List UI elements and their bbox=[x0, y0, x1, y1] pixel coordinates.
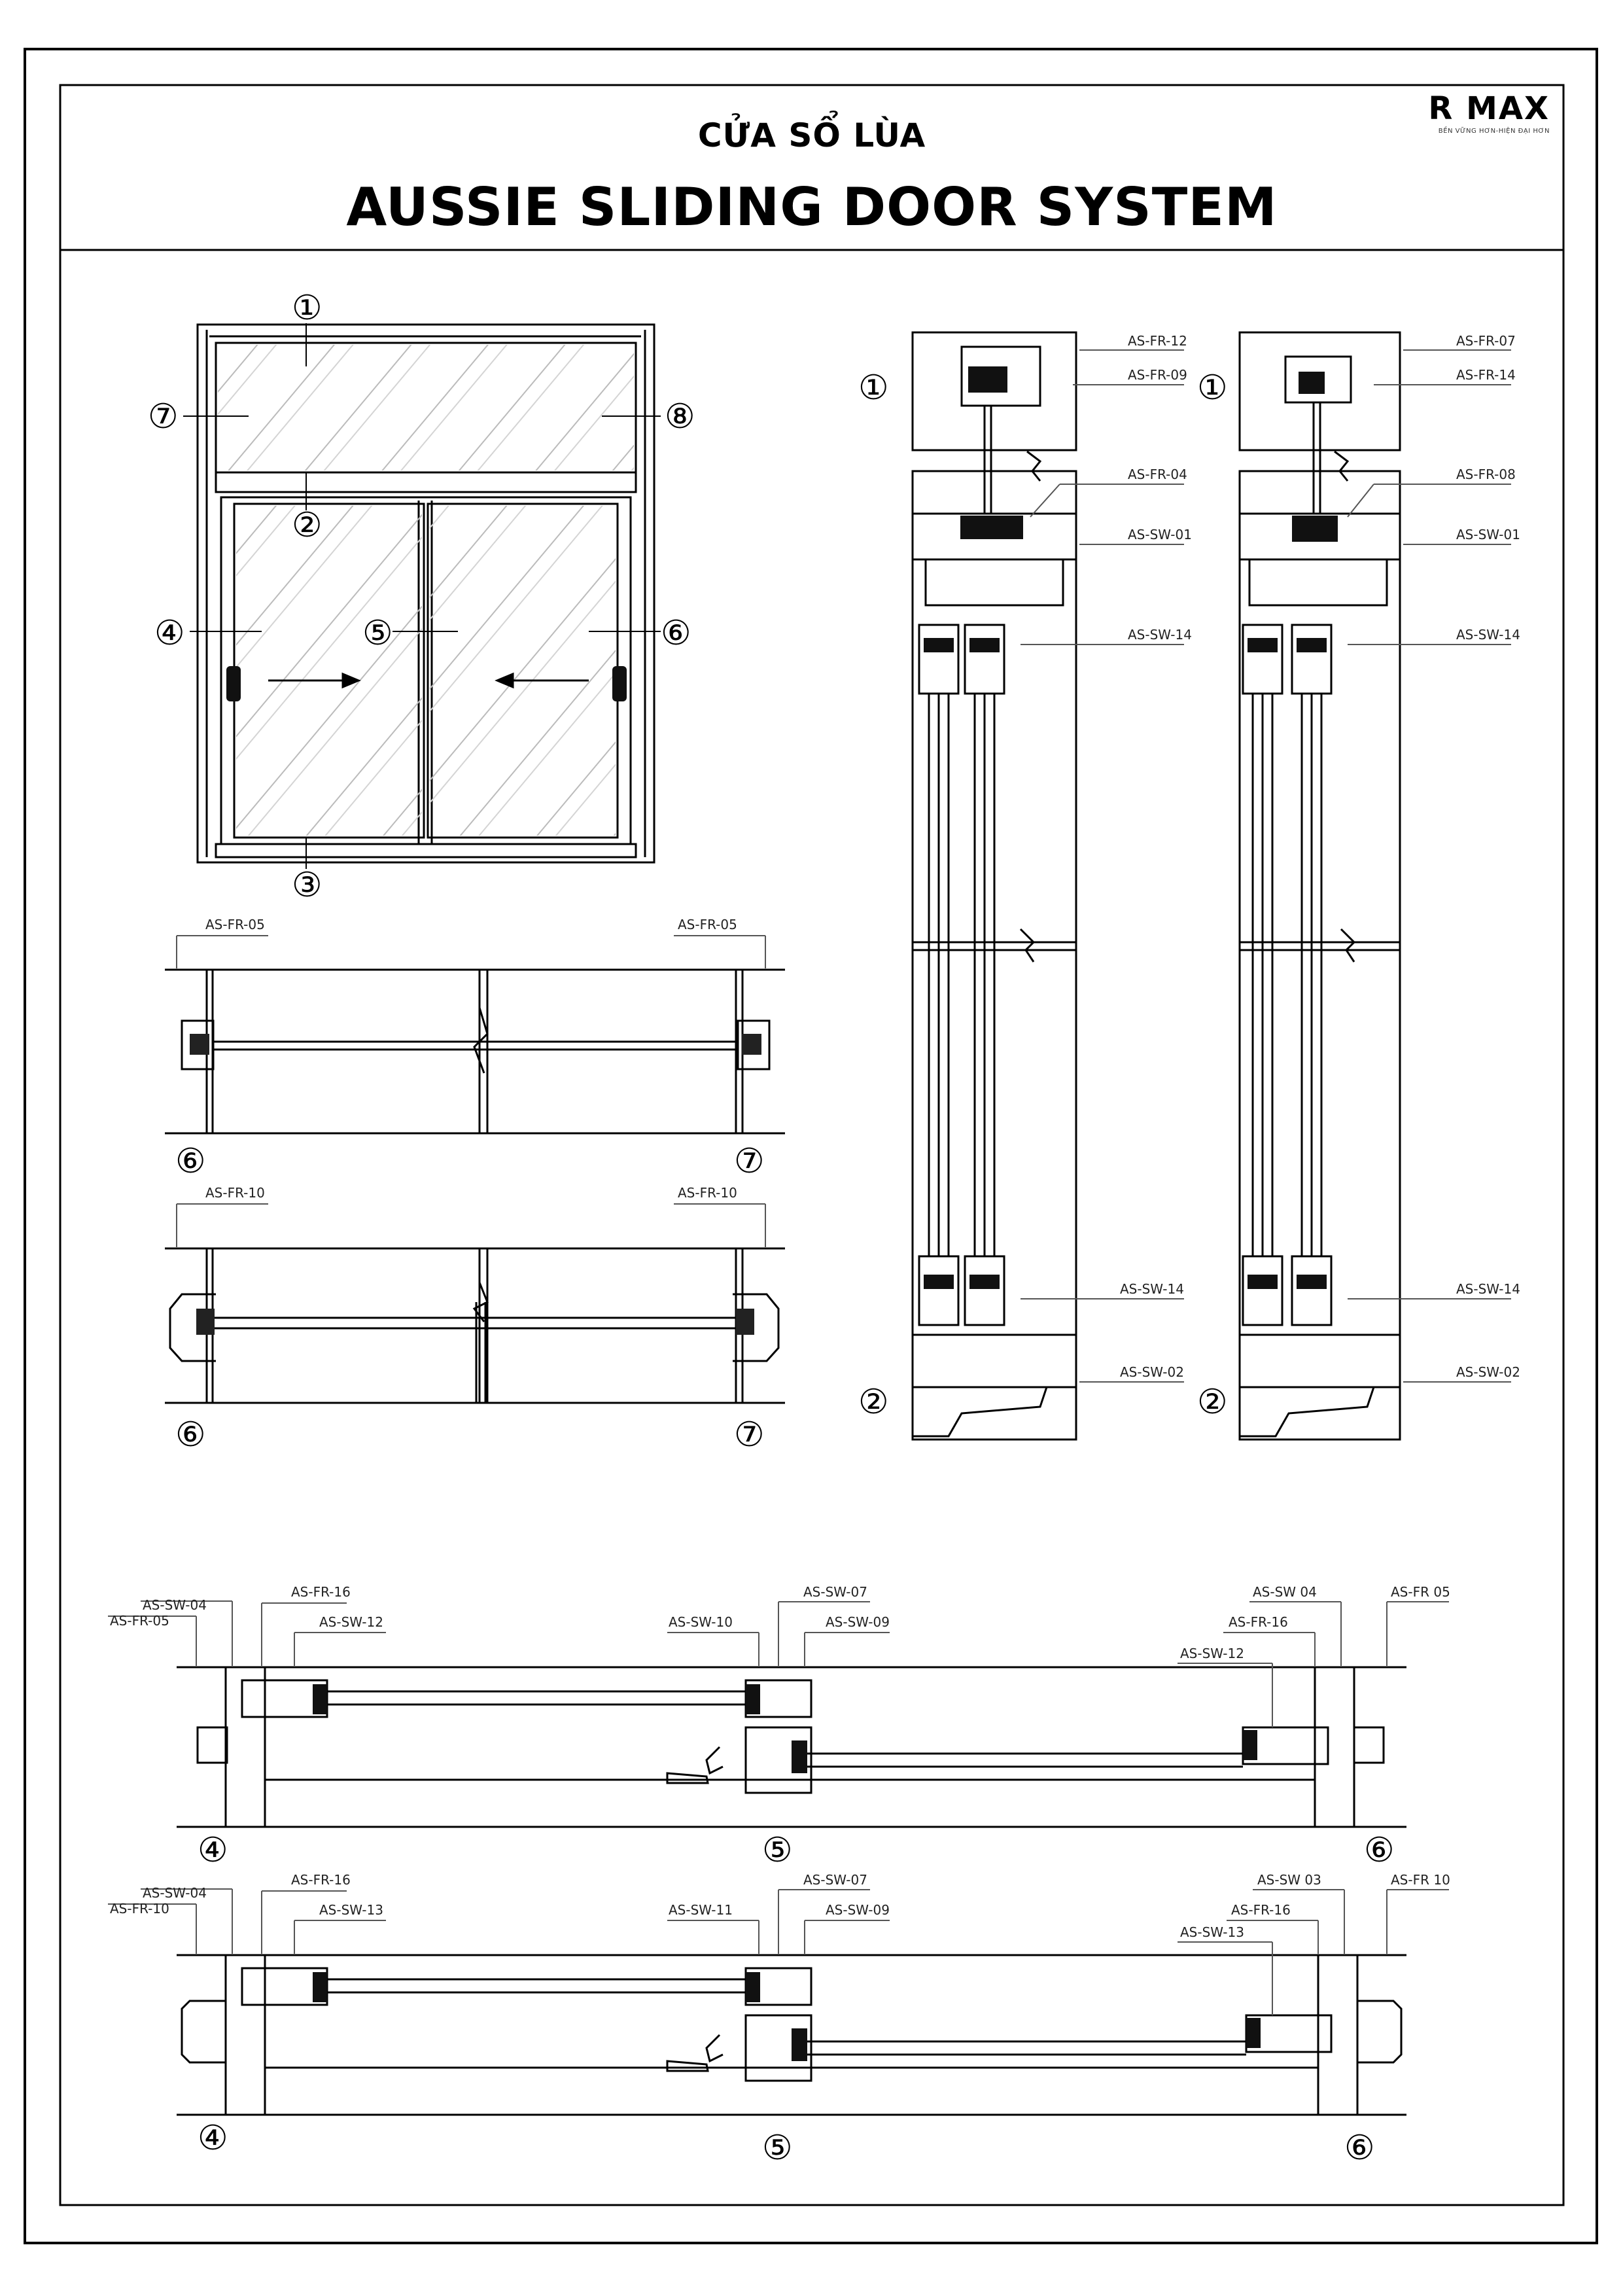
vertical-a-label-3: AS-FR-04 bbox=[1128, 467, 1187, 482]
elevation-marker-5: ⑤ bbox=[362, 614, 393, 653]
vertical-b-marker-top: ① bbox=[1197, 368, 1228, 408]
section-top-marker-left: ⑥ bbox=[175, 1142, 206, 1181]
plan-a-marker-left: ④ bbox=[198, 1831, 228, 1870]
section-top-marker-right: ⑦ bbox=[734, 1142, 765, 1181]
section-mid-label-left: AS-FR-10 bbox=[205, 1185, 265, 1201]
plan-b-label-fr10-right: AS-FR 10 bbox=[1391, 1872, 1450, 1888]
plan-a-label-fr05-right: AS-FR 05 bbox=[1391, 1584, 1450, 1600]
section-mid-marker-left: ⑥ bbox=[175, 1415, 206, 1455]
plan-a-label-sw12-right: AS-SW-12 bbox=[1180, 1646, 1244, 1661]
elevation-marker-6: ⑥ bbox=[661, 614, 691, 653]
elevation-marker-3: ③ bbox=[292, 866, 323, 905]
elevation-marker-8: ⑧ bbox=[665, 397, 695, 436]
plan-b-label-sw03-right: AS-SW 03 bbox=[1257, 1872, 1321, 1888]
vertical-a-label-2: AS-FR-09 bbox=[1128, 367, 1187, 383]
vertical-b-label-4: AS-SW-01 bbox=[1456, 527, 1520, 542]
plan-a-label-sw07: AS-SW-07 bbox=[803, 1584, 867, 1600]
vertical-a-label-1: AS-FR-12 bbox=[1128, 333, 1187, 349]
vertical-a-label-5: AS-SW-14 bbox=[1128, 627, 1192, 643]
vertical-b-label-5: AS-SW-14 bbox=[1456, 627, 1520, 643]
plan-b-marker-left: ④ bbox=[198, 2119, 228, 2158]
vertical-a-marker-top: ① bbox=[858, 368, 889, 408]
plan-b-marker-right: ⑥ bbox=[1344, 2128, 1375, 2168]
vertical-b-marker-bottom: ② bbox=[1197, 1383, 1228, 1422]
elevation-marker-4: ④ bbox=[154, 614, 185, 653]
section-mid-label-right: AS-FR-10 bbox=[678, 1185, 737, 1201]
plan-a-label-fr16: AS-FR-16 bbox=[291, 1584, 351, 1600]
plan-b-label-sw07: AS-SW-07 bbox=[803, 1872, 867, 1888]
plan-b-label-fr16: AS-FR-16 bbox=[291, 1872, 351, 1888]
plan-a-label-fr05: AS-FR-05 bbox=[110, 1613, 169, 1629]
plan-b-label-sw13-right: AS-SW-13 bbox=[1180, 1924, 1244, 1940]
plan-b-label-sw04: AS-SW-04 bbox=[143, 1885, 207, 1901]
plan-a-label-sw09: AS-SW-09 bbox=[826, 1614, 890, 1630]
drawing-title: AUSSIE SLIDING DOOR SYSTEM bbox=[346, 177, 1278, 238]
plan-a-label-sw12: AS-SW-12 bbox=[319, 1614, 383, 1630]
brand-tagline: BỀN VỮNG HƠN-HIỆN ĐẠI HƠN bbox=[1438, 128, 1550, 135]
plan-a-label-fr16-right: AS-FR-16 bbox=[1229, 1614, 1288, 1630]
vertical-a-label-6: AS-SW-14 bbox=[1120, 1281, 1184, 1297]
vertical-b-label-3: AS-FR-08 bbox=[1456, 467, 1516, 482]
plan-b-label-fr10: AS-FR-10 bbox=[110, 1901, 169, 1916]
plan-a-marker-right: ⑥ bbox=[1364, 1831, 1395, 1870]
vertical-a-label-7: AS-SW-02 bbox=[1120, 1364, 1184, 1380]
plan-b-label-fr16-right: AS-FR-16 bbox=[1231, 1902, 1291, 1918]
vertical-b-label-1: AS-FR-07 bbox=[1456, 333, 1516, 349]
plan-b-label-sw13: AS-SW-13 bbox=[319, 1902, 383, 1918]
vertical-b-label-2: AS-FR-14 bbox=[1456, 367, 1516, 383]
vertical-a-label-4: AS-SW-01 bbox=[1128, 527, 1192, 542]
plan-a-label-sw04: AS-SW-04 bbox=[143, 1597, 207, 1613]
drawing-subtitle: CỬA SỔ LÙA bbox=[697, 116, 926, 154]
vertical-b-label-7: AS-SW-02 bbox=[1456, 1364, 1520, 1380]
vertical-b-label-6: AS-SW-14 bbox=[1456, 1281, 1520, 1297]
plan-a-label-sw10: AS-SW-10 bbox=[669, 1614, 733, 1630]
plan-a-label-sw04-right: AS-SW 04 bbox=[1253, 1584, 1317, 1600]
elevation-marker-7: ⑦ bbox=[148, 397, 179, 436]
section-top-label-left: AS-FR-05 bbox=[205, 917, 265, 932]
plan-b-label-sw11: AS-SW-11 bbox=[669, 1902, 733, 1918]
plan-b-label-sw09: AS-SW-09 bbox=[826, 1902, 890, 1918]
plan-a-marker-mid: ⑤ bbox=[762, 1831, 793, 1870]
section-top-label-right: AS-FR-05 bbox=[678, 917, 737, 932]
plan-b-marker-mid: ⑤ bbox=[762, 2128, 793, 2168]
elevation-marker-1: ① bbox=[292, 289, 323, 328]
section-mid-marker-right: ⑦ bbox=[734, 1415, 765, 1455]
brand-logo: R MAX bbox=[1428, 90, 1550, 127]
elevation-marker-2: ② bbox=[292, 506, 323, 545]
vertical-a-marker-bottom: ② bbox=[858, 1383, 889, 1422]
